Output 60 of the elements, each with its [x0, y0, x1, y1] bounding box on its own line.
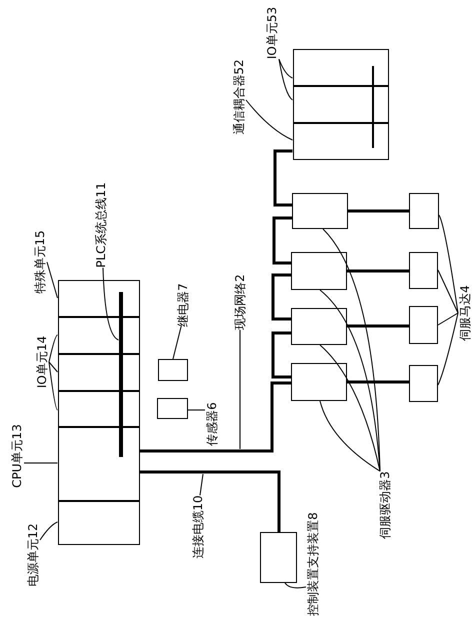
leader-line [438, 312, 458, 326]
callout-label: 电源单元12 [26, 523, 40, 587]
device-box [157, 398, 188, 419]
module-box [58, 426, 140, 500]
device-box [291, 363, 347, 401]
callout-label: PLC系统总线11 [94, 182, 108, 268]
cable-line [347, 270, 409, 272]
device-box [409, 306, 438, 344]
cable-line [347, 380, 409, 384]
device-box [292, 193, 348, 229]
callout-label: IO单元14 [35, 336, 49, 388]
cable-line [140, 382, 291, 452]
leader-line [278, 58, 293, 78]
leader-line [246, 100, 293, 140]
leader-line [46, 262, 58, 298]
cable-line [272, 332, 291, 378]
module-box [292, 86, 388, 122]
cable-line [274, 150, 292, 206]
device-box [260, 532, 297, 583]
device-box [409, 252, 438, 289]
callout-label: 继电器7 [176, 283, 190, 327]
callout-label: 连接电缆10 [191, 495, 205, 559]
leader-line [438, 312, 458, 386]
device-box [409, 365, 438, 402]
bus-bar [118, 292, 122, 456]
device-box [158, 359, 188, 381]
cable-line [272, 216, 292, 264]
leader-line [438, 270, 458, 314]
cable-line [272, 274, 291, 320]
leader-line [320, 344, 380, 472]
cable-line [347, 324, 409, 328]
leader-line [48, 362, 58, 410]
cable-line [348, 210, 409, 212]
device-box [291, 252, 347, 290]
leader-line [284, 582, 306, 588]
leader-line [48, 362, 58, 372]
leader-line [278, 58, 293, 100]
callout-label: 控制装置支持装置8 [306, 512, 320, 616]
leader-line [48, 334, 58, 362]
callout-label: IO单元53 [265, 6, 279, 60]
callout-label: 伺服马达4 [458, 285, 472, 341]
device-box [409, 193, 439, 229]
callout-label: 传感器6 [205, 402, 219, 446]
module-box [58, 390, 140, 426]
callout-label: 通信耦合器52 [232, 59, 246, 135]
device-box [291, 308, 347, 345]
leader-line [24, 462, 58, 464]
leader-line [322, 228, 380, 472]
leader-line [172, 326, 182, 360]
leader-line [40, 522, 58, 540]
module-box [58, 354, 140, 390]
module-box [58, 316, 140, 354]
leader-line [438, 214, 458, 314]
callout-label: 现场网络2 [233, 274, 247, 330]
callout-label: 特殊单元15 [33, 230, 47, 294]
leader-line [200, 474, 204, 496]
callout-label: 伺服驱动器3 [378, 471, 392, 539]
leader-line [320, 400, 380, 472]
cable-line [140, 470, 280, 532]
callout-label: CPU单元13 [10, 424, 24, 488]
